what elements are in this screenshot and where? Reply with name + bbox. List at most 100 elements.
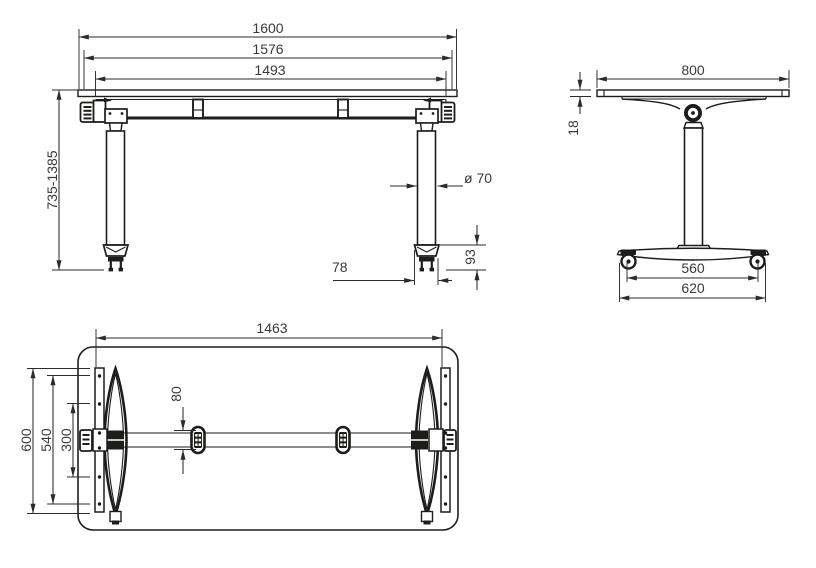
caster-wheel xyxy=(108,267,113,272)
screw-hole xyxy=(97,502,102,506)
screw-hole xyxy=(443,446,448,450)
cable-clip-left xyxy=(192,98,204,119)
grommet-cell xyxy=(340,438,343,442)
dim-frame-width-label: 1576 xyxy=(252,41,283,57)
screw xyxy=(419,112,423,115)
screw-hole xyxy=(443,431,448,435)
dim-caster-height: 93 xyxy=(440,225,486,290)
dim-column-diameter: ø 70 xyxy=(390,170,492,189)
foot-inner-line xyxy=(106,373,125,510)
cable-grommet-right xyxy=(335,425,351,455)
dim-top-thickness-label: 18 xyxy=(565,120,581,136)
caster-housing-detail xyxy=(416,246,437,253)
handset-ridge xyxy=(82,438,90,441)
dim-hole-span-outer-label: 540 xyxy=(38,428,54,452)
caster-wheel-plan xyxy=(423,520,431,525)
bracket-hook-left xyxy=(104,97,112,103)
dim-caster-width: 78 xyxy=(332,250,452,285)
leg-right xyxy=(413,108,441,272)
leg-mount-plate xyxy=(415,108,439,124)
caster-housing-detail xyxy=(105,246,126,253)
dim-wheel-spacing: 560 xyxy=(626,260,759,282)
cable-clip-body xyxy=(337,98,349,119)
caster-wheel xyxy=(429,267,434,272)
screw-hole xyxy=(97,431,102,435)
dim-height-range-label: 735-1385 xyxy=(44,150,60,209)
caster-housing xyxy=(102,244,130,257)
grommet-cell xyxy=(198,438,201,442)
column-neck xyxy=(683,121,704,129)
handset-ridge xyxy=(83,117,92,120)
handset-ridge xyxy=(83,113,92,116)
screw-hole xyxy=(443,475,448,479)
caster-plan xyxy=(420,510,434,523)
beam-end-left xyxy=(107,430,124,450)
dim-top-thickness: 18 xyxy=(565,72,591,136)
grommet-cell xyxy=(340,443,343,446)
dim-caster-height-label: 93 xyxy=(462,249,478,265)
foot-beam xyxy=(616,247,770,261)
screw-hole xyxy=(443,502,448,506)
pivot-hub-center xyxy=(691,111,695,115)
beam-end-right xyxy=(411,430,428,450)
handset-ridge xyxy=(83,106,92,108)
caster-plan xyxy=(109,510,122,523)
screw-hole xyxy=(97,446,102,450)
front-view: 1600 1576 1493 735-1385 ø 70 xyxy=(44,20,492,290)
dim-rail-length-label: 1493 xyxy=(254,62,285,78)
screw xyxy=(120,112,124,115)
dim-wheel-spacing-label: 560 xyxy=(681,260,705,276)
handset-control-front-left xyxy=(79,101,95,123)
bracket-arm xyxy=(705,98,767,110)
handset-ridge xyxy=(444,109,452,112)
grommet-cell xyxy=(195,438,198,442)
grommet-cell xyxy=(343,438,346,442)
grommet-cell xyxy=(343,443,346,446)
dim-rail-spacing: 1463 xyxy=(95,320,443,367)
leg-left xyxy=(102,108,130,272)
handset-ridge xyxy=(444,117,452,120)
tabletop-side xyxy=(596,89,790,98)
dim-beam-width-label: 80 xyxy=(168,386,184,402)
bracket-arm xyxy=(621,98,681,110)
screw-hole xyxy=(97,374,102,378)
grommet-cell xyxy=(198,443,201,446)
caster-housing xyxy=(413,244,441,257)
handset-control-front-right xyxy=(440,101,456,123)
rail-holes-right xyxy=(443,374,448,506)
dim-hole-span-inner-label: 300 xyxy=(58,428,74,452)
handset-plan-right xyxy=(443,429,457,452)
dim-total-width-label: 1600 xyxy=(252,20,283,36)
leg-mount-plate xyxy=(104,108,128,124)
screw-hole xyxy=(97,475,102,479)
tabletop-front xyxy=(77,89,458,98)
handset-ridge xyxy=(82,434,90,436)
grommet-cell xyxy=(343,434,346,437)
grommet-cell xyxy=(195,443,198,446)
cable-clip-body xyxy=(192,98,204,119)
leg-neck xyxy=(108,122,123,132)
cable-grommet-left xyxy=(190,425,206,455)
leg-column xyxy=(416,130,437,246)
dim-total-width: 1600 xyxy=(78,20,457,89)
screw xyxy=(108,112,112,115)
screw xyxy=(431,112,435,115)
handset-ridge xyxy=(82,443,90,445)
bracket-hook-right xyxy=(423,97,431,103)
dim-caster-width-label: 78 xyxy=(332,259,348,275)
handset-ridge xyxy=(446,443,454,445)
dim-top-depth: 800 xyxy=(596,62,790,88)
dim-height-range: 735-1385 xyxy=(44,89,104,271)
grommet-cell xyxy=(340,434,343,437)
leg-column xyxy=(105,130,126,246)
dim-top-depth-label: 800 xyxy=(681,62,705,78)
screw-hole xyxy=(97,402,102,406)
caster-wheel-plan xyxy=(112,520,119,525)
dim-frame-width: 1576 xyxy=(83,41,453,89)
dim-rail-length: 1493 xyxy=(95,62,447,97)
leg-neck xyxy=(419,122,434,132)
caster-bracket xyxy=(750,249,766,255)
screw-hole xyxy=(443,402,448,406)
top-support-bracket xyxy=(621,96,767,129)
